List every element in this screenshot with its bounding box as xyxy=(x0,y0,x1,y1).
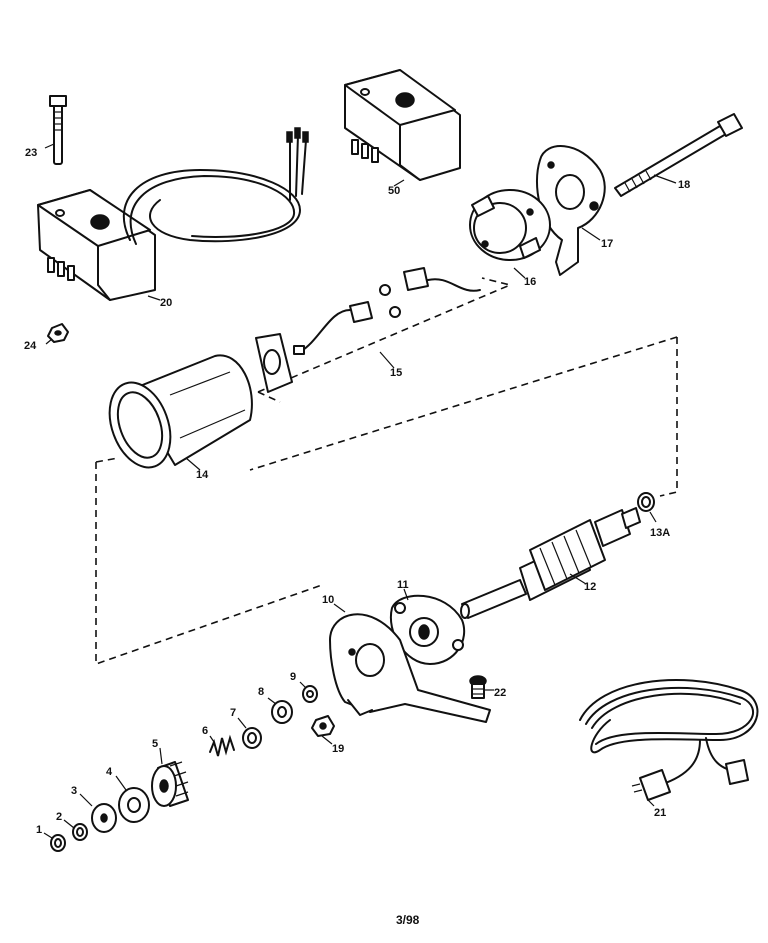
part-1-nut xyxy=(50,834,66,852)
part-13A-bushing xyxy=(637,492,655,512)
part-16-brush-holder xyxy=(469,189,551,261)
callout-5: 5 xyxy=(152,738,158,750)
callout-8: 8 xyxy=(258,686,264,698)
callout-50: 50 xyxy=(388,185,400,197)
part-50-end-cover xyxy=(344,69,461,181)
page-footer: 3/98 xyxy=(396,913,420,927)
callout-2: 2 xyxy=(56,811,62,823)
callout-22: 22 xyxy=(494,687,506,699)
part-18-through-bolt xyxy=(614,113,743,197)
callout-3: 3 xyxy=(71,785,77,797)
part-19-nut xyxy=(311,715,335,737)
part-15-brush-set xyxy=(255,267,513,403)
part-5-drive-pinion xyxy=(151,761,189,807)
callout-6: 6 xyxy=(202,725,208,737)
callout-18: 18 xyxy=(678,179,690,191)
callout-17: 17 xyxy=(601,238,613,250)
part-7-sleeve xyxy=(242,727,262,749)
callout-23: 23 xyxy=(25,147,37,159)
callout-15: 15 xyxy=(390,367,402,379)
part-4-spacer xyxy=(118,787,150,823)
part-8-washer xyxy=(271,700,293,724)
part-21-cord-set xyxy=(579,679,759,801)
callout-14: 14 xyxy=(196,469,209,481)
part-20-end-cover xyxy=(37,127,309,301)
part-22-screw xyxy=(469,675,487,699)
callout-20: 20 xyxy=(160,297,172,309)
callout-19: 19 xyxy=(332,743,344,755)
part-2-washer xyxy=(72,823,88,841)
part-14-housing xyxy=(108,354,253,469)
callout-11: 11 xyxy=(397,579,409,591)
callout-1: 1 xyxy=(36,824,42,836)
leader-lines xyxy=(43,143,677,839)
part-23-bolt xyxy=(49,95,67,165)
callout-13A: 13A xyxy=(650,527,670,539)
callout-16: 16 xyxy=(524,276,536,288)
part-9-lock-washer xyxy=(302,685,318,703)
callout-9: 9 xyxy=(290,671,296,683)
part-11-drive-end-frame xyxy=(389,594,466,665)
callout-10: 10 xyxy=(322,594,334,606)
part-12-armature xyxy=(460,507,641,619)
callout-12: 12 xyxy=(584,581,596,593)
callout-7: 7 xyxy=(230,707,236,719)
callout-21: 21 xyxy=(654,807,666,819)
part-3-cup-washer xyxy=(91,803,117,833)
part-24-nut xyxy=(47,323,69,343)
callout-24: 24 xyxy=(24,340,37,352)
callout-4: 4 xyxy=(106,766,113,778)
part-10-mounting-bracket xyxy=(329,613,491,723)
callout-labels: 1 2 3 4 5 6 7 8 9 10 11 12 13A 14 15 16 … xyxy=(24,147,690,836)
